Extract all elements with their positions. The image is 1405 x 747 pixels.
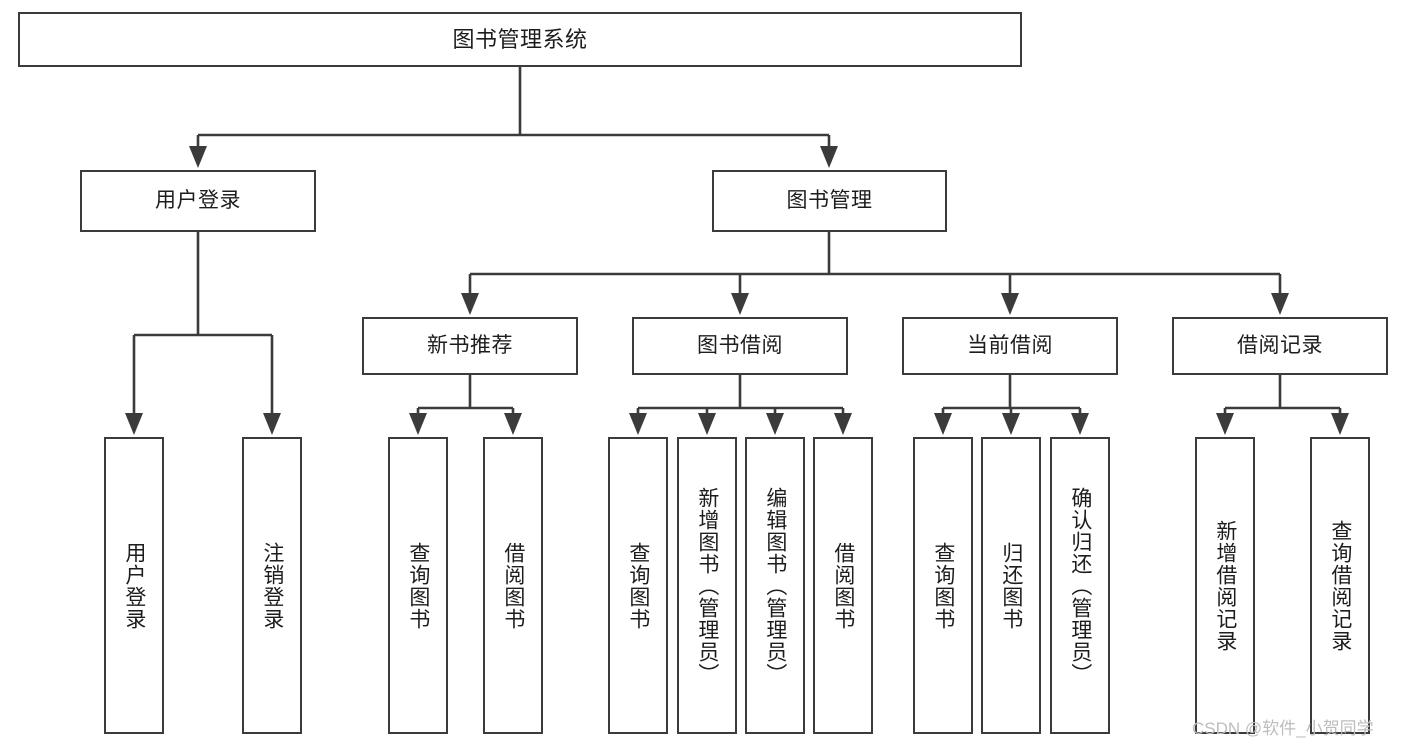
- node-book-management[interactable]: 图书管理: [712, 170, 947, 232]
- arrowhead-current-borrow-1: [1002, 413, 1020, 435]
- arrowhead-user-login-0: [125, 413, 143, 435]
- arrowhead-borrow-record-0: [1216, 413, 1234, 435]
- node-borrow-record-label: 借阅记录: [1237, 333, 1323, 357]
- node-root-system-label: 图书管理系统: [452, 26, 588, 52]
- node-leaf-query-book-rec-label: 查询图书: [406, 541, 430, 630]
- node-leaf-return-book-label: 归还图书: [999, 541, 1023, 630]
- arrowhead-borrow-record-1: [1331, 413, 1349, 435]
- arrowhead-current-borrow-0: [934, 413, 952, 435]
- node-leaf-query-book-rec[interactable]: 查询图书: [388, 437, 448, 734]
- node-book-borrow[interactable]: 图书借阅: [632, 317, 848, 375]
- arrowhead-new-book-recommend-0: [409, 413, 427, 435]
- node-leaf-query-borrow-record-label: 查询借阅记录: [1328, 519, 1352, 652]
- node-user-login-label: 用户登录: [155, 188, 241, 212]
- node-leaf-borrow-book[interactable]: 借阅图书: [813, 437, 873, 734]
- node-leaf-edit-book-admin-label: 编辑图书（管理员）: [763, 486, 787, 685]
- node-leaf-query-book-borrow-label: 查询图书: [626, 541, 650, 630]
- arrowhead-current-borrow-2: [1071, 413, 1089, 435]
- node-leaf-logout-login[interactable]: 注销登录: [242, 437, 302, 734]
- node-leaf-query-borrow-record[interactable]: 查询借阅记录: [1310, 437, 1370, 734]
- node-leaf-edit-book-admin[interactable]: 编辑图书（管理员）: [745, 437, 805, 734]
- arrowhead-book-management-3: [1271, 293, 1289, 315]
- arrowhead-book-borrow-1: [698, 413, 716, 435]
- node-borrow-record[interactable]: 借阅记录: [1172, 317, 1388, 375]
- node-new-book-recommend[interactable]: 新书推荐: [362, 317, 578, 375]
- node-user-login[interactable]: 用户登录: [80, 170, 316, 232]
- node-leaf-add-borrow-record-label: 新增借阅记录: [1213, 519, 1237, 652]
- node-leaf-query-book-current[interactable]: 查询图书: [913, 437, 973, 734]
- node-leaf-query-book-current-label: 查询图书: [931, 541, 955, 630]
- arrowhead-book-borrow-0: [629, 413, 647, 435]
- arrowhead-root-1: [820, 146, 838, 168]
- node-book-management-label: 图书管理: [786, 188, 873, 212]
- arrowhead-user-login-1: [263, 413, 281, 435]
- node-leaf-confirm-return-admin-label: 确认归还（管理员）: [1068, 486, 1092, 685]
- arrowhead-root-0: [189, 146, 207, 168]
- arrowhead-book-management-0: [461, 293, 479, 315]
- node-leaf-return-book[interactable]: 归还图书: [981, 437, 1041, 734]
- node-leaf-borrow-book-rec-label: 借阅图书: [501, 541, 525, 630]
- node-root-system[interactable]: 图书管理系统: [18, 12, 1022, 67]
- node-current-borrow[interactable]: 当前借阅: [902, 317, 1118, 375]
- arrowhead-book-borrow-3: [834, 413, 852, 435]
- node-book-borrow-label: 图书借阅: [697, 333, 783, 357]
- node-leaf-add-book-admin[interactable]: 新增图书（管理员）: [677, 437, 737, 734]
- node-new-book-recommend-label: 新书推荐: [427, 333, 513, 357]
- arrowhead-book-borrow-2: [766, 413, 784, 435]
- arrowhead-book-management-2: [1001, 293, 1019, 315]
- node-leaf-borrow-book-label: 借阅图书: [831, 541, 855, 630]
- node-current-borrow-label: 当前借阅: [967, 333, 1053, 357]
- node-leaf-confirm-return-admin[interactable]: 确认归还（管理员）: [1050, 437, 1110, 734]
- node-leaf-add-book-admin-label: 新增图书（管理员）: [695, 486, 719, 685]
- node-leaf-user-login-label: 用户登录: [122, 541, 146, 630]
- node-leaf-logout-login-label: 注销登录: [260, 541, 284, 630]
- arrowhead-new-book-recommend-1: [504, 413, 522, 435]
- arrowhead-book-management-1: [731, 293, 749, 315]
- node-leaf-query-book-borrow[interactable]: 查询图书: [608, 437, 668, 734]
- csdn-watermark: CSDN @软件_小贺同学: [1192, 719, 1374, 738]
- node-leaf-user-login[interactable]: 用户登录: [104, 437, 164, 734]
- node-leaf-add-borrow-record[interactable]: 新增借阅记录: [1195, 437, 1255, 734]
- node-leaf-borrow-book-rec[interactable]: 借阅图书: [483, 437, 543, 734]
